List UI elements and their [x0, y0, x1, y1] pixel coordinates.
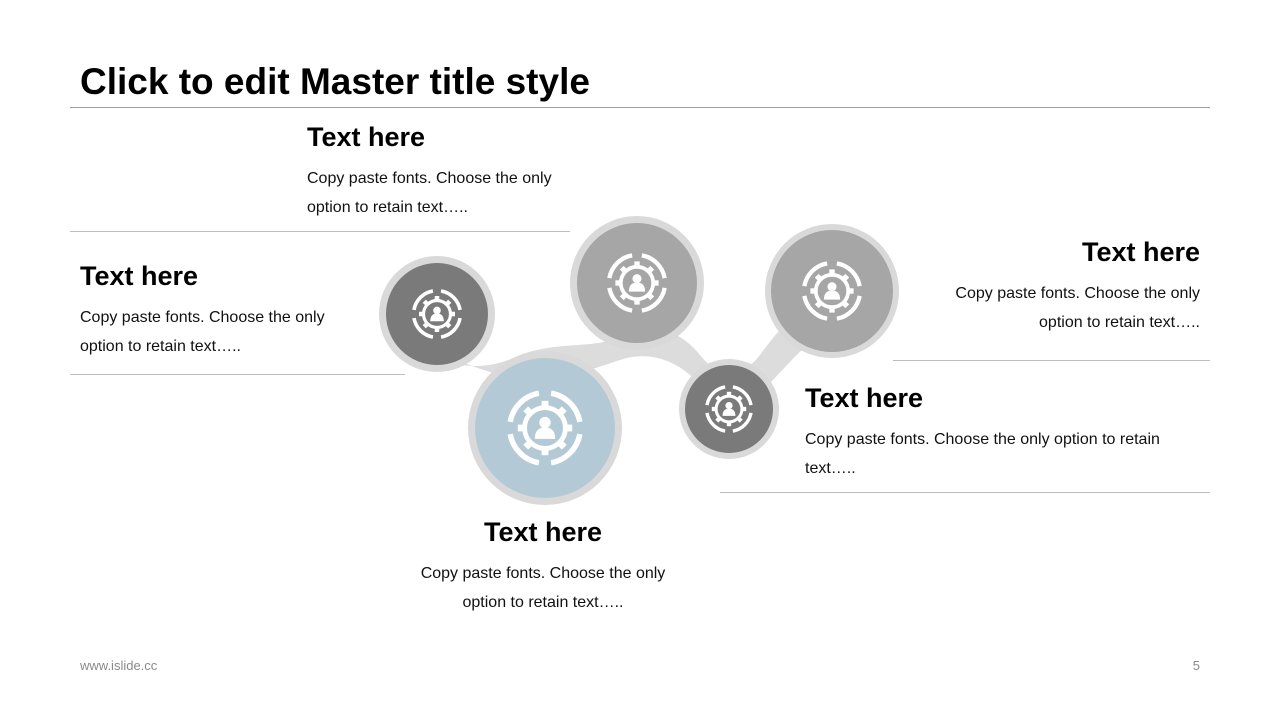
icon-ring-segment: [641, 253, 667, 279]
icon-person-body: [722, 408, 736, 416]
icon-ring-segment: [607, 253, 633, 279]
text-block-3-body-line-1: Copy paste fonts. Choose the only: [420, 565, 666, 582]
icon-ring-segment: [550, 433, 583, 466]
icon-gear-tooth: [434, 326, 440, 332]
page-number: 5: [1192, 658, 1200, 673]
text-block-4[interactable]: Text here Copy paste fonts. Choose the o…: [805, 381, 1195, 483]
node-5[interactable]: [765, 224, 899, 358]
node-2[interactable]: [570, 216, 704, 350]
text-block-4-heading: Text here: [805, 383, 924, 413]
text-block-5-body-line-2: option to retain text…..: [1039, 314, 1200, 331]
icon-ring-segment: [641, 287, 667, 313]
text-block-5-body-line-1: Copy paste fonts. Choose the only: [955, 285, 1200, 302]
icon-gear-tooth: [726, 391, 732, 397]
gear-person-icon: [705, 385, 753, 433]
icon-ring-segment: [412, 289, 434, 311]
icon-gear-body: [522, 405, 568, 451]
text-block-2-body-line-2: option to retain text…..: [80, 338, 241, 355]
text-block-5-heading: Text here: [1081, 237, 1200, 267]
node-3[interactable]: [468, 351, 622, 505]
text-block-5[interactable]: Text here Copy paste fonts. Choose the o…: [900, 235, 1200, 337]
icon-person-body: [823, 290, 841, 300]
text-block-3[interactable]: Text here Copy paste fonts. Choose the o…: [393, 515, 693, 617]
gear-person-icon: [507, 390, 583, 466]
gear-person-icon: [802, 261, 862, 321]
icon-ring-segment: [802, 295, 828, 321]
icon-gear-tooth: [829, 306, 835, 313]
icon-gear-body: [618, 264, 656, 302]
icon-person-head: [433, 306, 441, 315]
text-block-1-body-line-1: Copy paste fonts. Choose the only: [307, 170, 552, 187]
text-block-4-rule: [720, 492, 1210, 493]
icon-person-body: [430, 313, 444, 322]
footer-url[interactable]: www.islide.cc: [80, 658, 158, 673]
text-block-1-body-line-2: option to retain text…..: [307, 199, 468, 216]
text-block-1-rule: [70, 231, 570, 232]
text-block-2-body-line-1: Copy paste fonts. Choose the only: [80, 309, 325, 326]
icon-gear-tooth: [434, 296, 440, 302]
icon-person-body: [628, 282, 646, 292]
text-block-2-heading: Text here: [80, 261, 199, 291]
text-block-5-rule: [893, 360, 1210, 361]
node-4[interactable]: [679, 359, 779, 459]
icon-ring-segment: [705, 412, 726, 433]
text-block-2[interactable]: Text here Copy paste fonts. Choose the o…: [80, 259, 380, 361]
icon-gear-body: [714, 394, 744, 424]
text-block-2-rule: [70, 374, 405, 375]
icon-gear-body: [813, 272, 851, 310]
text-block-3-heading: Text here: [483, 517, 603, 547]
text-block-4-body-line-2: text…..: [805, 460, 856, 477]
text-block-1-heading: Text here: [307, 122, 426, 152]
icon-gear-tooth: [829, 269, 835, 276]
slide-title[interactable]: Click to edit Master title style: [80, 61, 590, 102]
icon-person-head: [827, 282, 837, 292]
icon-person-head: [725, 401, 733, 410]
text-block-4-body-line-1: Copy paste fonts. Choose the only option…: [805, 431, 1160, 448]
node-1[interactable]: [379, 256, 495, 372]
icon-person-head: [632, 274, 642, 284]
icon-ring-segment: [836, 295, 862, 321]
icon-gear-tooth: [634, 261, 640, 268]
icon-ring-segment: [440, 289, 462, 311]
icon-ring-segment: [732, 385, 753, 406]
icon-gear-tooth: [541, 400, 549, 409]
title-underline: [70, 107, 1210, 108]
gear-person-icon: [412, 289, 462, 339]
icon-ring-segment: [412, 317, 434, 339]
icon-gear-tooth: [726, 421, 732, 427]
gear-person-icon: [607, 253, 667, 313]
icon-gear-tooth: [541, 447, 549, 456]
icon-ring-segment: [802, 261, 828, 287]
icon-ring-segment: [440, 317, 462, 339]
icon-ring-segment: [607, 287, 633, 313]
icon-person-head: [539, 416, 551, 429]
icon-ring-segment: [507, 433, 540, 466]
text-block-1[interactable]: Text here Copy paste fonts. Choose the o…: [307, 120, 577, 222]
icon-gear-body: [421, 298, 453, 330]
icon-ring-segment: [550, 390, 583, 423]
icon-ring-segment: [732, 412, 753, 433]
text-block-3-body-line-2: option to retain text…..: [462, 594, 624, 611]
icon-ring-segment: [836, 261, 862, 287]
icon-person-body: [534, 427, 556, 439]
icon-ring-segment: [705, 385, 726, 406]
icon-gear-tooth: [634, 298, 640, 305]
icon-ring-segment: [507, 390, 540, 423]
